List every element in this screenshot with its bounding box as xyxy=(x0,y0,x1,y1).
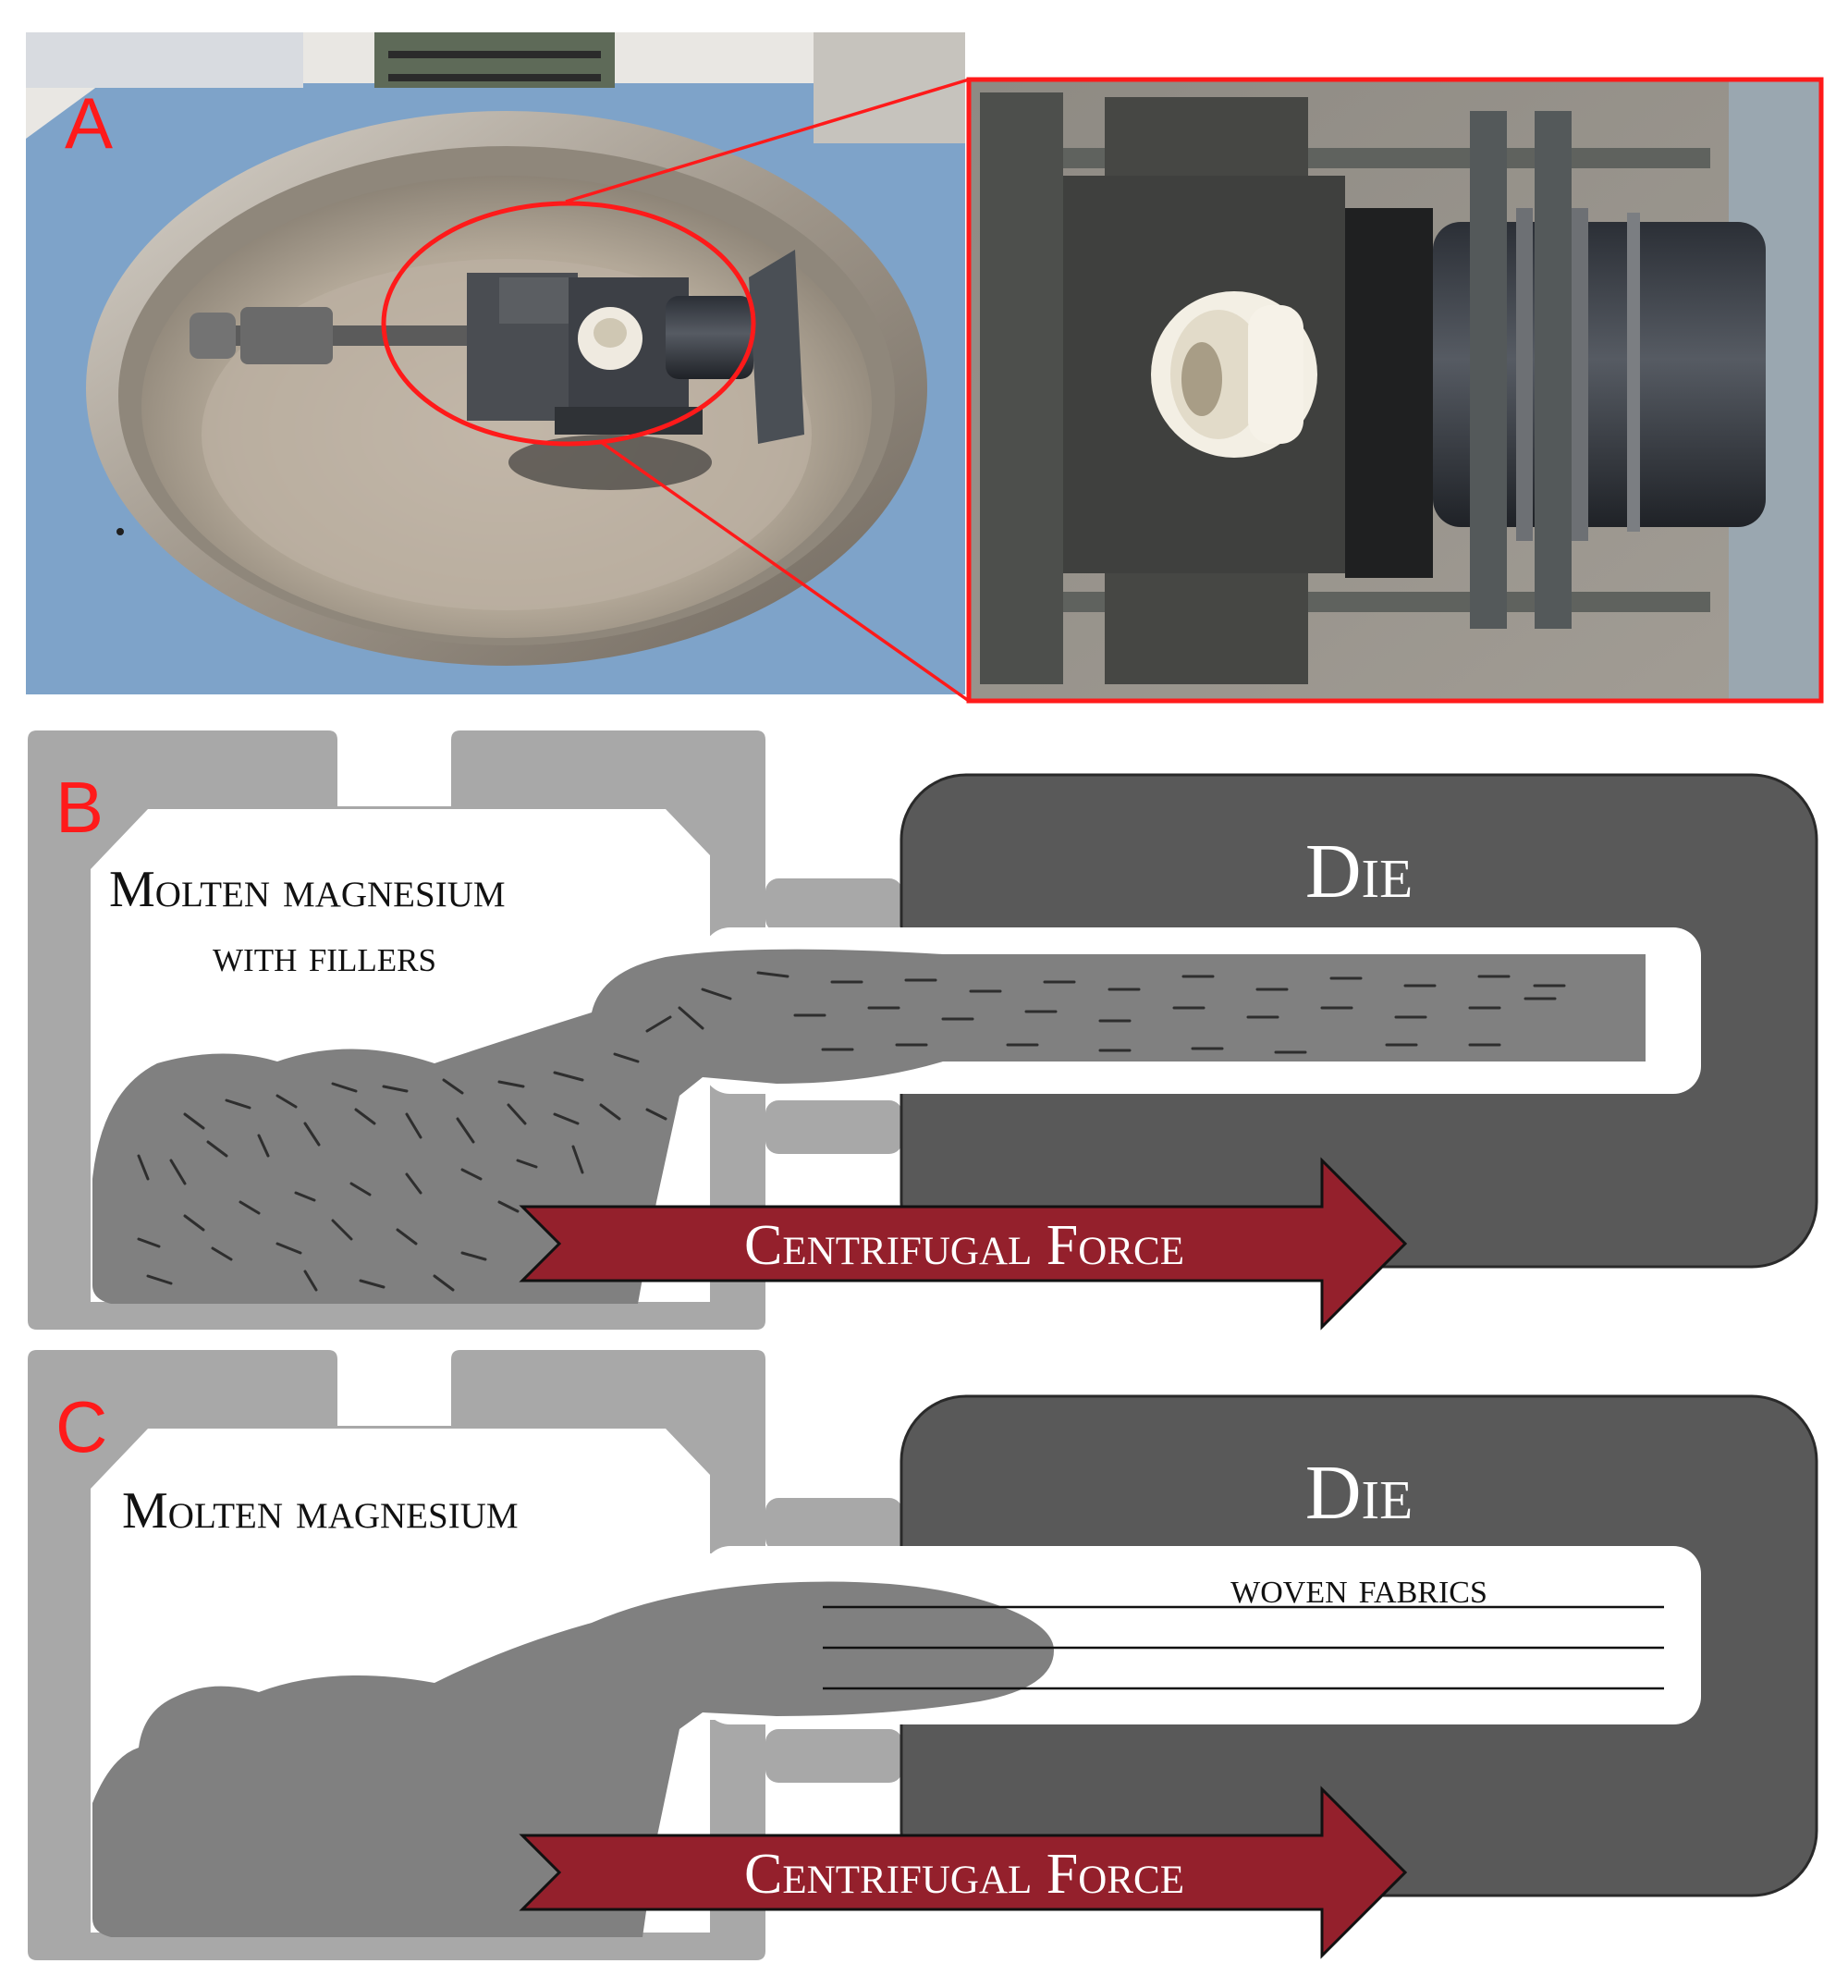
panel-b-letter: B xyxy=(55,767,104,848)
panel-b-caption-line2: with fillers xyxy=(213,929,436,981)
woven-fabric-lines xyxy=(823,1605,1664,1690)
runner-c-bottom xyxy=(765,1729,902,1783)
panel-b-caption-line1: Molten magnesium xyxy=(109,861,506,918)
centrifugal-force-arrow-c[interactable] xyxy=(519,1786,1408,1959)
zoom-highlight-ellipse xyxy=(381,201,756,447)
panel-c-letter: C xyxy=(55,1386,107,1467)
machine-photo xyxy=(26,32,965,694)
zoom-frame xyxy=(966,77,1824,704)
runner-b-top xyxy=(765,878,902,932)
zoom-connector-top xyxy=(565,78,970,203)
panel-a-letter: A xyxy=(65,82,113,164)
zoom-connector-bottom xyxy=(599,440,971,703)
panel-b: Centrifugal Force Die Molten magnesium w… xyxy=(28,730,1818,1331)
centrifugal-force-label-b: Centrifugal Force xyxy=(744,1214,1184,1277)
panel-c-caption: Molten magnesium xyxy=(122,1482,519,1540)
melt-b xyxy=(92,949,1646,1304)
filler-particles-b xyxy=(137,971,1566,1292)
zoom-photo xyxy=(969,80,1821,701)
runner-b-bottom xyxy=(765,1100,902,1154)
melt-c xyxy=(92,1581,1054,1937)
runner-c-top xyxy=(765,1498,902,1552)
centrifugal-force-arrow-b[interactable] xyxy=(519,1157,1408,1331)
centrifugal-force-label-c: Centrifugal Force xyxy=(744,1843,1184,1906)
die-label-c: Die xyxy=(1305,1450,1413,1536)
panel-c: woven fabrics Centrifugal Force Die Molt… xyxy=(28,1350,1818,1960)
die-label-b: Die xyxy=(1305,828,1413,914)
woven-fabrics-label: woven fabrics xyxy=(1230,1564,1487,1613)
panel-a: A xyxy=(26,32,1824,704)
